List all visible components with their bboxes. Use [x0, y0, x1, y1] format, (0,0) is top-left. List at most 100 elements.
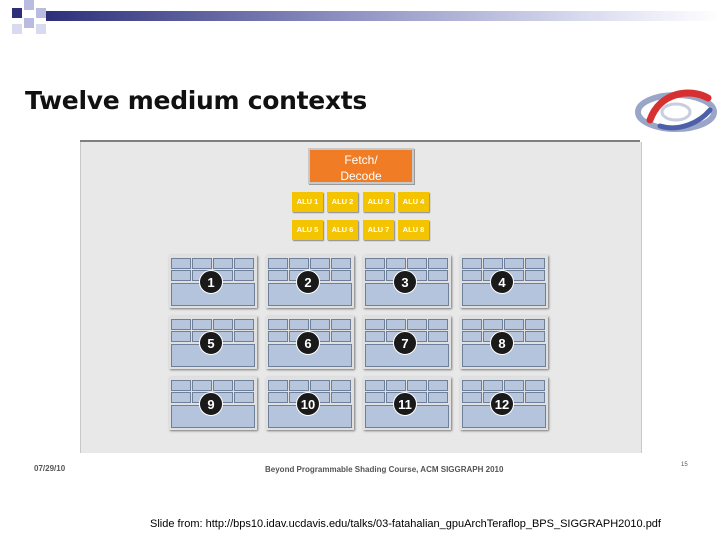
context-storage-cell — [483, 258, 503, 269]
context-block: 4 — [460, 255, 548, 308]
context-number-badge: 7 — [393, 331, 417, 355]
context-storage-cell — [386, 380, 406, 391]
context-number-badge: 12 — [490, 392, 514, 416]
context-storage-cell — [331, 380, 351, 391]
context-storage-cell — [268, 380, 288, 391]
context-number-badge: 2 — [296, 270, 320, 294]
context-storage-cell — [331, 258, 351, 269]
context-storage-cell — [407, 380, 427, 391]
context-storage-cell — [365, 392, 385, 403]
context-block: 3 — [363, 255, 451, 308]
context-storage-cell — [462, 392, 482, 403]
context-storage-cell — [171, 392, 191, 403]
context-storage-cell — [331, 319, 351, 330]
context-storage-cell — [407, 319, 427, 330]
context-storage-cell — [428, 319, 448, 330]
context-number-badge: 4 — [490, 270, 514, 294]
fetch-label: Fetch/ — [344, 153, 378, 167]
footer-date: 07/29/10 — [34, 464, 66, 473]
context-storage-cell — [289, 380, 309, 391]
alu-block: ALU 5 — [292, 220, 323, 240]
context-block: 1 — [169, 255, 257, 308]
context-storage-cell — [386, 319, 406, 330]
context-number-badge: 3 — [393, 270, 417, 294]
context-storage-cell — [268, 270, 288, 281]
context-block: 7 — [363, 316, 451, 369]
context-storage-cell — [386, 258, 406, 269]
context-storage-cell — [192, 258, 212, 269]
context-storage-cell — [525, 331, 545, 342]
context-storage-cell — [268, 331, 288, 342]
context-block: 6 — [266, 316, 354, 369]
context-block: 9 — [169, 377, 257, 430]
context-storage-cell — [289, 258, 309, 269]
context-number-badge: 11 — [393, 392, 417, 416]
context-storage-cell — [525, 319, 545, 330]
context-block: 12 — [460, 377, 548, 430]
context-block: 11 — [363, 377, 451, 430]
context-storage-cell — [234, 270, 254, 281]
header-gradient-bar — [46, 11, 720, 21]
context-storage-cell — [234, 331, 254, 342]
context-storage-cell — [365, 270, 385, 281]
context-storage-cell — [289, 319, 309, 330]
context-number-badge: 6 — [296, 331, 320, 355]
context-storage-cell — [483, 319, 503, 330]
context-storage-cell — [428, 331, 448, 342]
decode-label: Decode — [340, 169, 382, 183]
context-storage-cell — [365, 331, 385, 342]
context-storage-cell — [171, 380, 191, 391]
footer-course: Beyond Programmable Shading Course, ACM … — [265, 465, 504, 474]
context-number-badge: 9 — [199, 392, 223, 416]
context-storage-cell — [171, 258, 191, 269]
context-storage-cell — [462, 380, 482, 391]
context-storage-cell — [234, 392, 254, 403]
alu-block: ALU 6 — [327, 220, 358, 240]
context-storage-cell — [525, 380, 545, 391]
context-storage-cell — [213, 258, 233, 269]
context-storage-cell — [213, 319, 233, 330]
context-storage-cell — [525, 270, 545, 281]
context-storage-cell — [365, 380, 385, 391]
context-number-badge: 8 — [490, 331, 514, 355]
footer-page-number: 15 — [681, 462, 688, 468]
context-storage-cell — [268, 392, 288, 403]
context-storage-cell — [171, 331, 191, 342]
context-block: 5 — [169, 316, 257, 369]
alu-block: ALU 8 — [398, 220, 429, 240]
fetch-decode-block: Fetch/ Decode — [308, 148, 414, 184]
context-storage-cell — [171, 270, 191, 281]
context-storage-cell — [310, 380, 330, 391]
context-storage-cell — [428, 270, 448, 281]
context-storage-cell — [192, 319, 212, 330]
context-storage-cell — [462, 319, 482, 330]
context-storage-cell — [365, 319, 385, 330]
context-storage-cell — [462, 270, 482, 281]
context-storage-cell — [268, 319, 288, 330]
alu-block: ALU 1 — [292, 192, 323, 212]
slide-title: Twelve medium contexts — [25, 86, 367, 115]
context-storage-cell — [428, 380, 448, 391]
context-storage-cell — [331, 392, 351, 403]
context-storage-cell — [310, 258, 330, 269]
context-storage-cell — [462, 331, 482, 342]
context-storage-cell — [234, 258, 254, 269]
alu-block: ALU 7 — [363, 220, 394, 240]
alu-block: ALU 2 — [327, 192, 358, 212]
context-number-badge: 10 — [296, 392, 320, 416]
context-block: 10 — [266, 377, 354, 430]
context-storage-cell — [331, 331, 351, 342]
context-number-badge: 5 — [199, 331, 223, 355]
context-storage-cell — [234, 319, 254, 330]
context-storage-cell — [504, 380, 524, 391]
context-storage-cell — [192, 380, 212, 391]
context-storage-cell — [462, 258, 482, 269]
alu-block: ALU 3 — [363, 192, 394, 212]
context-storage-cell — [525, 392, 545, 403]
context-storage-cell — [310, 319, 330, 330]
siggraph-logo-icon — [635, 89, 717, 132]
context-storage-cell — [171, 319, 191, 330]
context-storage-cell — [365, 258, 385, 269]
context-block: 8 — [460, 316, 548, 369]
context-storage-cell — [428, 392, 448, 403]
